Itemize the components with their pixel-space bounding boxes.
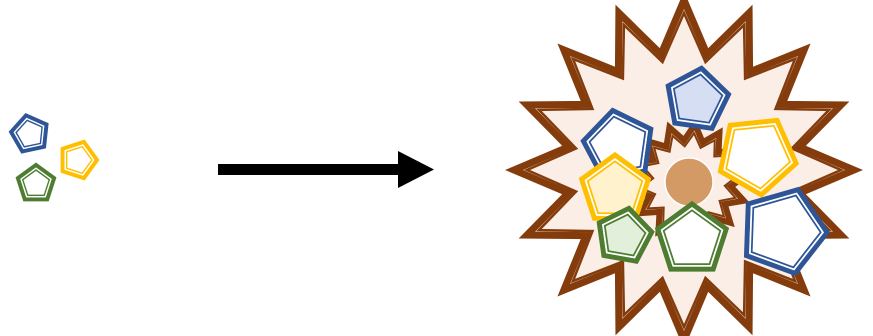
pentagon-icon — [743, 186, 831, 277]
large-pentagon-cluster — [578, 65, 831, 277]
pentagon-icon — [665, 65, 732, 132]
circle-icon — [664, 157, 714, 207]
pentagon-icon — [8, 112, 49, 154]
starburst-assembly — [505, 0, 863, 336]
pentagon-icon — [60, 139, 100, 181]
pentagon-icon — [654, 200, 730, 272]
pentagon-icon — [15, 162, 57, 202]
small-pentagon-cluster — [8, 112, 100, 202]
right-arrow-icon — [218, 151, 434, 188]
pentagon-icon — [717, 117, 800, 198]
pentagon-icon — [596, 205, 655, 264]
